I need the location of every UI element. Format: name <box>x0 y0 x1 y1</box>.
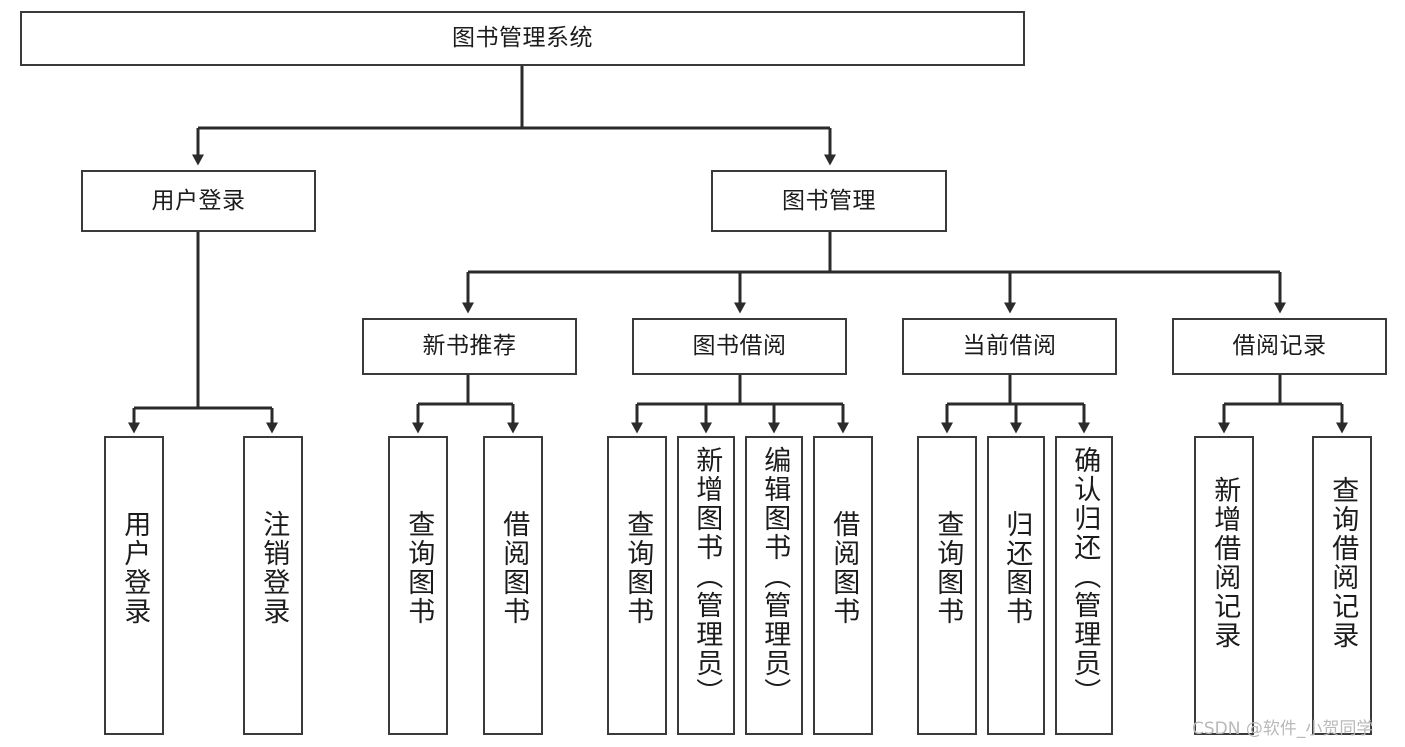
leaf-query-book-recommend[interactable]: 查询图书 <box>388 436 448 735</box>
node-current-borrow-label: 当前借阅 <box>962 333 1057 359</box>
node-root[interactable]: 图书管理系统 <box>20 11 1025 66</box>
leaf-return-book-label: 归还图书 <box>1001 510 1033 626</box>
node-user-login-label: 用户登录 <box>151 187 246 214</box>
leaf-add-borrow-record-label: 新增借阅记录 <box>1209 476 1241 650</box>
leaf-borrow-book-recommend-label: 借阅图书 <box>498 510 530 626</box>
leaf-query-book-recommend-label: 查询图书 <box>403 510 435 626</box>
node-user-login[interactable]: 用户登录 <box>81 170 316 232</box>
node-book-manage-label: 图书管理 <box>782 187 876 214</box>
leaf-query-borrow-record[interactable]: 查询借阅记录 <box>1312 436 1372 735</box>
leaf-add-book-label: 新增图书（管理员） <box>691 446 723 707</box>
leaf-query-book-current-label: 查询图书 <box>932 510 964 626</box>
node-borrow-record[interactable]: 借阅记录 <box>1172 318 1387 375</box>
node-new-book-recommend[interactable]: 新书推荐 <box>362 318 577 375</box>
node-root-label: 图书管理系统 <box>452 25 593 51</box>
leaf-add-borrow-record[interactable]: 新增借阅记录 <box>1194 436 1254 735</box>
csdn-watermark: CSDN @软件_小贺同学 <box>1192 719 1374 739</box>
leaf-logout-login-label: 注销登录 <box>258 510 290 626</box>
leaf-borrow-book[interactable]: 借阅图书 <box>813 436 873 735</box>
leaf-query-book-borrow-label: 查询图书 <box>622 510 654 626</box>
leaf-user-login[interactable]: 用户登录 <box>104 436 164 735</box>
leaf-user-login-label: 用户登录 <box>119 510 151 626</box>
leaf-borrow-book-recommend[interactable]: 借阅图书 <box>483 436 543 735</box>
node-book-borrow-label: 图书借阅 <box>692 333 787 359</box>
node-borrow-record-label: 借阅记录 <box>1232 333 1327 359</box>
node-current-borrow[interactable]: 当前借阅 <box>902 318 1117 375</box>
leaf-query-borrow-record-label: 查询借阅记录 <box>1327 476 1359 650</box>
leaf-confirm-return[interactable]: 确认归还（管理员） <box>1055 436 1113 735</box>
leaf-query-book-current[interactable]: 查询图书 <box>917 436 977 735</box>
node-book-manage[interactable]: 图书管理 <box>711 170 947 232</box>
leaf-logout-login[interactable]: 注销登录 <box>243 436 303 735</box>
leaf-borrow-book-label: 借阅图书 <box>828 510 860 626</box>
node-book-borrow[interactable]: 图书借阅 <box>632 318 847 375</box>
leaf-confirm-return-label: 确认归还（管理员） <box>1069 446 1101 707</box>
leaf-edit-book-label: 编辑图书（管理员） <box>759 446 791 707</box>
leaf-return-book[interactable]: 归还图书 <box>987 436 1045 735</box>
leaf-edit-book[interactable]: 编辑图书（管理员） <box>745 436 803 735</box>
leaf-add-book[interactable]: 新增图书（管理员） <box>677 436 735 735</box>
leaf-query-book-borrow[interactable]: 查询图书 <box>607 436 667 735</box>
node-new-book-recommend-label: 新书推荐 <box>422 333 517 359</box>
